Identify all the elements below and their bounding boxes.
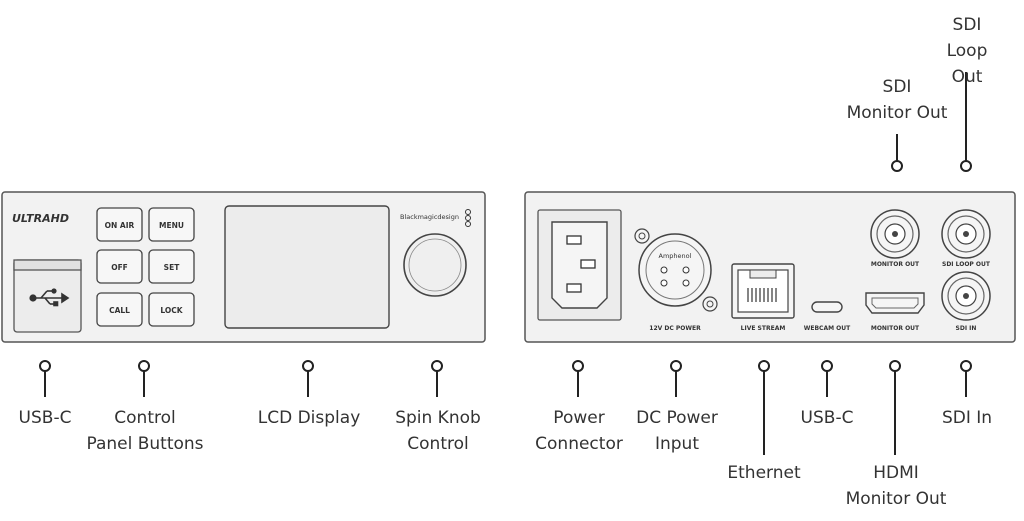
lcd-display [224,205,390,329]
sdi-monitor-out-bnc [870,209,920,259]
rear-panel: Amphenol 12V DC POWER LIVE STREAM WEBCAM… [524,191,1016,343]
live-stream-port-label: LIVE STREAM [741,325,786,332]
front-panel: ULTRAHD ON AIR [1,191,486,343]
callout-lcd-display: LCD Display [257,408,361,428]
power-connector [537,209,622,321]
button-menu: MENU [159,221,184,230]
callout-power-connector: Power Connector [535,408,623,454]
button-on-air: ON AIR [105,221,135,230]
ultrahd-logo: ULTRAHD [12,212,69,225]
callout-sdi-monitor-out: SDI Monitor Out [846,77,948,123]
rear-usb-c-port [811,301,843,313]
hdmi-monitor-out-port-label: MONITOR OUT [871,325,920,332]
callout-sdi-loop-out: SDI Loop Out [946,15,988,87]
callout-sdi-in: SDI In [941,408,993,428]
callout-dc-power-input: DC Power Input [636,408,718,454]
callout-lines [39,72,972,455]
callout-ethernet: Ethernet [727,463,801,483]
sdi-in-bnc [941,271,991,321]
logo-mark [465,209,471,227]
control-panel-buttons: ON AIR MENU OFF SET CALL LOCK [96,207,195,327]
callout-hdmi-monitor-out: HDMI Monitor Out [845,463,947,509]
sdi-in-port-label: SDI IN [956,325,977,332]
button-lock: LOCK [160,306,183,315]
callout-front-usb-c: USB-C [18,408,72,428]
amphenol-label: Amphenol [659,252,692,260]
dc-power-input-connector: Amphenol [634,228,718,312]
dc-power-port-label: 12V DC POWER [649,325,701,332]
button-call: CALL [109,306,130,315]
callout-control-panel-buttons: Control Panel Buttons [86,408,204,454]
ethernet-port [731,263,795,319]
button-off: OFF [111,263,128,272]
hdmi-port [865,292,925,314]
sdi-loop-out-port-label: SDI LOOP OUT [942,261,991,268]
sdi-monitor-out-port-label: MONITOR OUT [871,261,920,268]
sdi-loop-out-bnc [941,209,991,259]
blackmagic-logo: Blackmagicdesign [400,213,459,221]
usb-icon [29,288,70,307]
spin-knob [403,233,467,297]
button-set: SET [164,263,181,272]
callout-spin-knob: Spin Knob Control [395,408,481,454]
front-usb-c-port [13,259,82,333]
webcam-out-port-label: WEBCAM OUT [804,325,851,332]
callout-rear-usb-c: USB-C [800,408,854,428]
